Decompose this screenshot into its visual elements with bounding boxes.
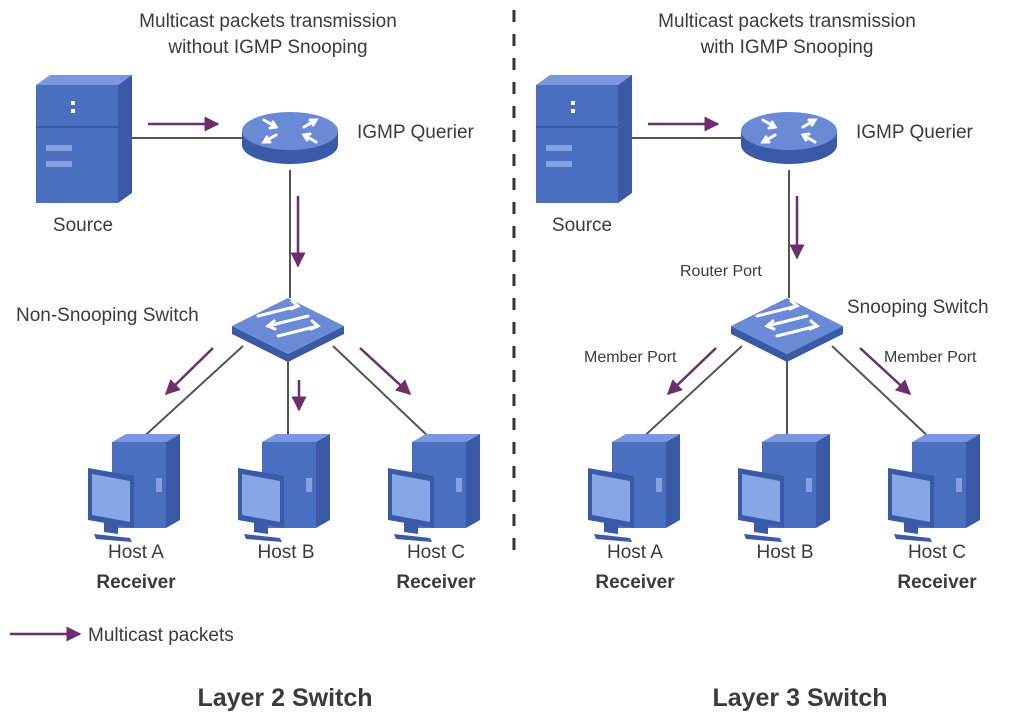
router-icon [240,110,340,166]
host-computer-icon [738,434,830,542]
link-switch-host-c [831,345,933,441]
server-icon [35,74,133,204]
host-computer-icon [88,434,180,542]
source-label: Source [53,215,113,236]
multicast-arrow [666,347,717,396]
switch-label: Non-Snooping Switch [16,305,199,326]
switch-icon [230,296,346,364]
panel-title-line2: with IGMP Snooping [700,37,874,58]
querier-label: IGMP Querier [357,122,475,143]
host-c-role: Receiver [396,572,476,593]
footer-layer3: Layer 3 Switch [712,684,887,712]
panel-layer2: Multicast packets transmission without I… [16,11,480,712]
member-port-left-label: Member Port [584,349,677,366]
legend-label: Multicast packets [88,625,234,646]
querier-label: IGMP Querier [856,122,974,143]
host-a-role: Receiver [595,572,675,593]
host-a-role: Receiver [96,572,176,593]
host-b-label: Host B [257,542,314,563]
server-icon [535,74,633,204]
link-switch-host-a [637,345,743,443]
multicast-arrow [164,347,214,396]
host-a-label: Host A [607,542,663,563]
host-computer-icon [238,434,330,542]
router-icon [739,110,839,166]
footer-layer2: Layer 2 Switch [197,684,372,712]
panel-title-line1: Multicast packets transmission [139,11,397,32]
panel-layer3: Multicast packets transmission with IGMP… [535,11,989,712]
switch-icon [729,296,845,364]
source-label: Source [552,215,612,236]
panel-title-line2: without IGMP Snooping [167,37,367,58]
multicast-arrow [859,347,912,396]
router-port-label: Router Port [680,263,762,280]
link-switch-host-c [332,345,433,441]
multicast-arrow [359,347,412,396]
panel-title-line1: Multicast packets transmission [658,11,916,32]
host-c-label: Host C [407,542,465,563]
host-computer-icon [588,434,680,542]
member-port-right-label: Member Port [884,349,977,366]
host-c-role: Receiver [897,572,977,593]
host-computer-icon [388,434,480,542]
switch-label: Snooping Switch [847,297,989,318]
link-switch-host-a [137,345,244,443]
host-c-label: Host C [908,542,966,563]
legend: Multicast packets [10,625,234,646]
host-computer-icon [888,434,980,542]
host-b-label: Host B [756,542,813,563]
host-a-label: Host A [108,542,164,563]
